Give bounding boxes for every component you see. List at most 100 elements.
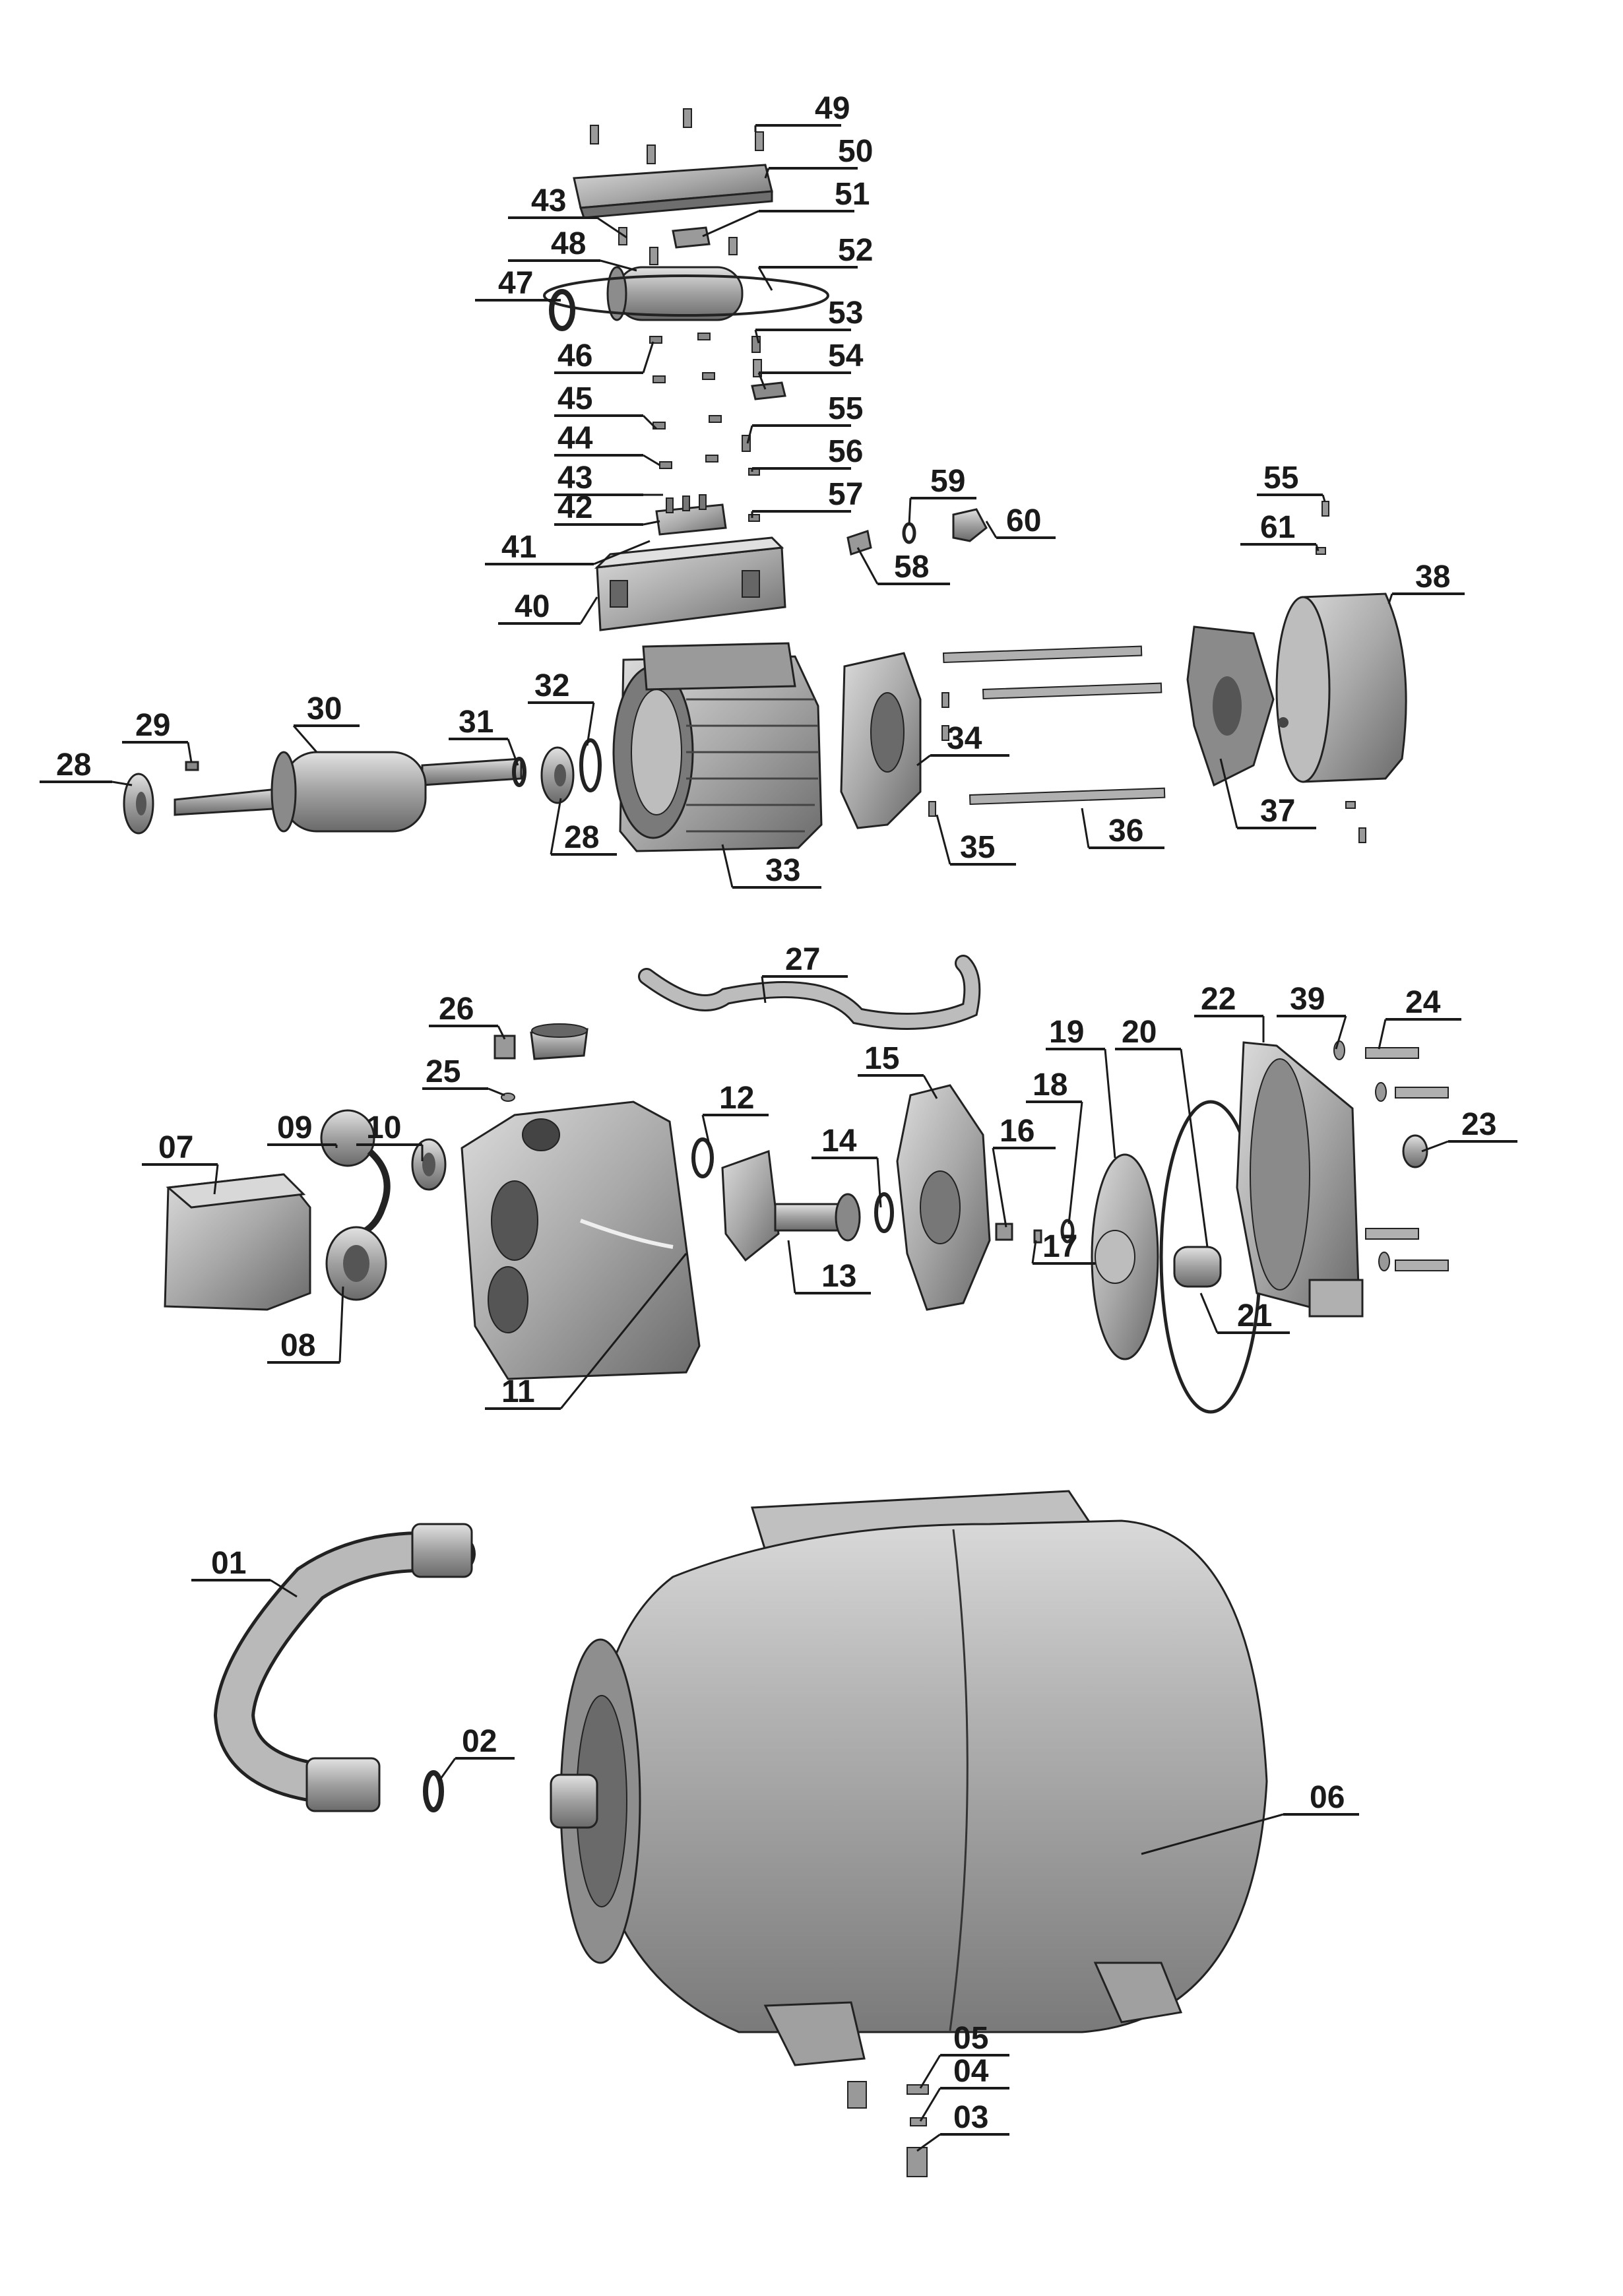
- callout-label: 29: [135, 708, 170, 743]
- callout-label: 58: [894, 550, 929, 585]
- callout-label: 56: [828, 434, 863, 469]
- terminal-box-cover: [573, 164, 773, 219]
- callout-part-23: 23: [1421, 1107, 1517, 1153]
- plug-23: [1402, 1134, 1428, 1168]
- callout-part-09: 09: [267, 1110, 338, 1148]
- callout-leader: [593, 540, 651, 565]
- callout-label: 61: [1260, 510, 1295, 545]
- hose-01: [213, 1523, 476, 1812]
- callout-label: 43: [531, 183, 566, 218]
- bearing-28-left: [123, 773, 154, 835]
- callout-part-24: 24: [1378, 985, 1461, 1050]
- parts-group: [123, 108, 1449, 2177]
- callout-leader: [936, 814, 951, 865]
- ejector-13: [721, 1149, 861, 1262]
- callout-part-49: 49: [754, 91, 850, 132]
- callout-part-57: 57: [751, 477, 863, 518]
- o-ring-12: [691, 1137, 714, 1178]
- callout-label: 14: [821, 1124, 857, 1159]
- callout-label: 28: [564, 820, 599, 855]
- callout-part-06: 06: [1141, 1780, 1359, 1855]
- pump-housing-11: [461, 1100, 701, 1380]
- adapter-22: [1236, 1041, 1364, 1318]
- callout-label: 49: [815, 91, 850, 126]
- callout-leader: [761, 976, 767, 1004]
- ring-31: [512, 757, 526, 787]
- callout-part-07: 07: [142, 1130, 219, 1195]
- cable-clamp: [672, 226, 711, 249]
- callout-part-51: 51: [702, 177, 870, 238]
- callout-part-17: 17: [1031, 1229, 1095, 1265]
- callout-label: 25: [426, 1054, 461, 1089]
- callout-part-10: 10: [356, 1110, 424, 1161]
- callout-label: 53: [828, 296, 863, 331]
- callout-leader: [292, 725, 318, 753]
- cover-screws: [590, 108, 764, 377]
- callout-label: 43: [557, 461, 592, 495]
- callout-leader: [1378, 1019, 1387, 1050]
- callout-label: 28: [56, 748, 91, 782]
- callout-leader: [1081, 808, 1090, 848]
- callout-label: 31: [459, 705, 493, 740]
- callout-part-11: 11: [485, 1253, 687, 1410]
- tank-fasteners: [847, 2081, 929, 2177]
- callout-leader: [1141, 1813, 1284, 1855]
- callout-part-15: 15: [858, 1041, 938, 1099]
- callout-part-31: 31: [449, 705, 519, 766]
- callout-part-04: 04: [919, 2054, 1009, 2122]
- callout-leader: [764, 168, 770, 179]
- motor-housing: [612, 642, 823, 852]
- callout-label: 40: [515, 589, 550, 624]
- callout-label: 51: [835, 177, 870, 212]
- callout-leader: [1199, 1292, 1219, 1333]
- callout-part-42: 42: [554, 490, 660, 526]
- callout-part-60: 60: [985, 503, 1056, 539]
- callout-part-45: 45: [554, 381, 658, 430]
- callout-leader: [754, 329, 760, 344]
- callout-leader: [922, 1075, 938, 1099]
- callout-part-38: 38: [1387, 559, 1465, 604]
- callout-leader: [1315, 544, 1320, 552]
- callout-leader: [916, 2133, 941, 2152]
- callout-part-33: 33: [721, 844, 821, 889]
- callout-part-25: 25: [422, 1054, 505, 1097]
- callout-part-39: 39: [1277, 982, 1347, 1050]
- callout-leader: [1321, 494, 1326, 502]
- callout-part-03: 03: [916, 2100, 1009, 2152]
- callout-label: 08: [280, 1328, 315, 1363]
- callout-leader: [1067, 1101, 1083, 1225]
- callout-label: 41: [501, 530, 536, 565]
- callout-label: 22: [1201, 982, 1236, 1017]
- callout-part-58: 58: [856, 547, 950, 585]
- callout-part-26: 26: [429, 992, 506, 1040]
- callout-leader: [507, 738, 519, 766]
- mechanical-seal-20: [1173, 1246, 1222, 1288]
- callout-label: 21: [1237, 1298, 1272, 1333]
- callout-label: 36: [1108, 813, 1143, 848]
- callout-part-46: 46: [554, 338, 654, 374]
- callout-part-56: 56: [751, 434, 863, 472]
- callout-part-54: 54: [757, 338, 864, 390]
- callout-part-40: 40: [498, 589, 598, 625]
- callout-leader: [721, 844, 734, 888]
- callout-part-19: 19: [1046, 1015, 1116, 1159]
- callout-label: 37: [1260, 794, 1295, 829]
- callout-leader: [919, 2088, 941, 2122]
- key-17: [1033, 1229, 1042, 1244]
- callout-leader: [559, 1253, 687, 1409]
- callout-part-43: 43: [554, 461, 663, 496]
- hose-27: [638, 955, 981, 1030]
- callout-leader: [1421, 1140, 1449, 1153]
- callout-label: 03: [953, 2100, 988, 2135]
- callout-part-29: 29: [122, 708, 193, 763]
- bearing-28-right: [540, 746, 575, 804]
- callout-leader: [1180, 1048, 1209, 1248]
- callout-label: 12: [719, 1081, 754, 1116]
- callout-leader: [338, 1286, 344, 1363]
- callout-part-37: 37: [1219, 758, 1316, 829]
- end-shield-34: [840, 652, 922, 829]
- callout-leader: [916, 754, 931, 767]
- callout-label: 44: [557, 421, 593, 456]
- callout-label: 17: [1042, 1229, 1077, 1264]
